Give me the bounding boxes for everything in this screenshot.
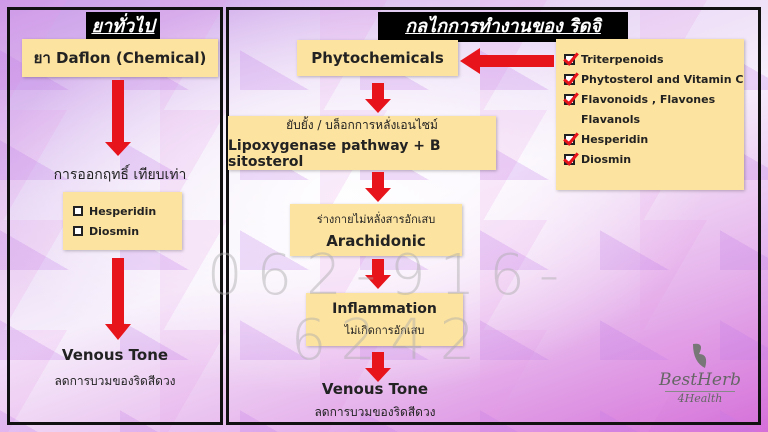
inflammation-box: Inflammation ไม่เกิดการอักเสบ [306, 293, 463, 346]
left-title: ยาทั่วไป [86, 12, 160, 42]
arrow-left-icon [460, 48, 554, 74]
daflon-label: ยา Daflon (Chemical) [33, 49, 207, 67]
checked-box-icon [564, 133, 575, 145]
left-item: Diosmin [73, 221, 139, 241]
right-result-sub: ลดการบวมของริดสีดวง [314, 405, 436, 419]
leaf-logo-icon [693, 343, 707, 368]
arrow-down-icon [365, 352, 391, 382]
body-label: ร่างกายไม่หลั่งสารอักเสบ [316, 213, 436, 226]
left-result: Venous Tone [61, 346, 169, 364]
left-item: Hesperidin [73, 201, 156, 221]
arrow-down-icon [105, 80, 131, 156]
list-item: Phytosterol and Vitamin C [564, 69, 743, 89]
no-inflammation-label: ไม่เกิดการอักเสบ [344, 323, 425, 337]
pathway-label: Lipoxygenase pathway + B sitosterol [228, 138, 441, 170]
right-result: Venous Tone [321, 380, 429, 398]
inflammation-label: Inflammation [332, 300, 437, 317]
arrow-down-icon [365, 172, 391, 202]
logo-sub: 4Health [665, 391, 735, 405]
inhibit-label: ยับยั้ง / บล็อกการหลั่งเอนไซม์ [286, 118, 438, 132]
arrow-down-icon [365, 259, 391, 289]
list-item: Hesperidin [564, 129, 648, 149]
left-item-label: Hesperidin [89, 204, 157, 218]
left-item-label: Diosmin [89, 224, 140, 238]
list-item: Flavonoids , Flavones [564, 89, 715, 109]
phytochemicals-box: Phytochemicals [297, 40, 458, 76]
checked-box-icon [564, 73, 575, 85]
list-item-label: Diosmin [581, 152, 632, 166]
list-item-label: Triterpenoids [581, 52, 664, 66]
lipoxygenase-box: ยับยั้ง / บล็อกการหลั่งเอนไซม์ Lipoxygen… [228, 116, 496, 170]
checked-box-icon [564, 53, 575, 65]
arachidonic-box: ร่างกายไม่หลั่งสารอักเสบ Arachidonic [290, 204, 462, 256]
logo-name: BestHerb [658, 370, 741, 390]
arrow-down-icon [365, 83, 391, 113]
right-panel [226, 7, 761, 425]
checkbox-icon [73, 206, 83, 216]
checked-box-icon [564, 93, 575, 105]
arachidonic-label: Arachidonic [326, 232, 426, 250]
list-item-label: Flavonoids , Flavones [581, 92, 716, 106]
phone-watermark: 062-916-6242 [206, 243, 574, 373]
list-item-label: Hesperidin [581, 132, 649, 146]
checked-box-icon [564, 153, 575, 165]
list-item: Diosmin [564, 149, 631, 169]
daflon-box: ยา Daflon (Chemical) [22, 39, 218, 77]
phytochemical-list-box: Triterpenoids Phytosterol and Vitamin C … [556, 39, 744, 190]
arrow-down-icon [105, 258, 131, 340]
list-item-label: Phytosterol and Vitamin C [581, 72, 744, 86]
left-panel [7, 7, 223, 425]
phytochemicals-label: Phytochemicals [311, 49, 444, 67]
checkbox-icon [73, 226, 83, 236]
list-item: Flavanols [564, 109, 640, 129]
list-item: Triterpenoids [564, 49, 664, 69]
left-ingredient-box: Hesperidin Diosmin [63, 192, 182, 250]
bestherb-logo: BestHerb 4Health [650, 340, 750, 416]
list-item-label: Flavanols [581, 112, 641, 126]
equivalent-label: การออกฤทธิ์ เทียบเท่า [53, 167, 187, 183]
right-title: กลไกการทำงานของ ริดจิ [378, 12, 628, 42]
left-result-sub: ลดการบวมของริดสีดวง [54, 374, 176, 388]
